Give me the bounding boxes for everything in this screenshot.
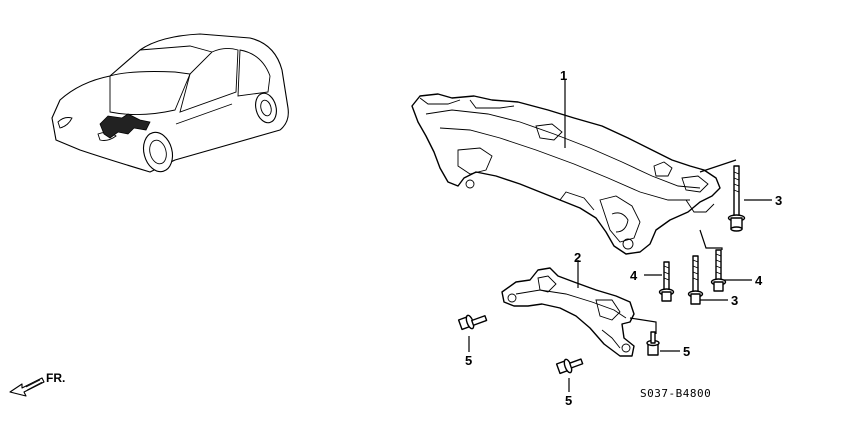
leader-lines [468, 80, 772, 392]
callout-5-middle: 5 [683, 344, 690, 359]
callout-2: 2 [574, 250, 581, 265]
callout-4-left: 4 [630, 268, 638, 283]
rear-subframe-part-1 [411, 93, 721, 255]
callout-3-lower: 3 [731, 293, 738, 308]
diagram-code: S037-B4800 [640, 387, 711, 400]
highlighted-subframe-location [99, 113, 151, 139]
callout-3-upper: 3 [775, 193, 782, 208]
flange-bolt-4-left [658, 261, 675, 302]
flange-bolt-5-left [457, 314, 488, 331]
callout-4-right: 4 [755, 273, 763, 288]
flange-bolt-5-middle [646, 331, 660, 356]
flange-bolt-3-lower [687, 255, 704, 305]
callout-5-left: 5 [465, 353, 472, 368]
callout-1: 1 [560, 68, 567, 83]
callout-5-bottom: 5 [565, 393, 572, 408]
beam-part-2 [501, 267, 635, 357]
flange-bolt-4-right [710, 249, 727, 292]
front-indicator-label: FR. [46, 371, 65, 385]
flange-bolt-5-bottom [555, 358, 584, 375]
front-direction-arrow-icon [9, 377, 45, 397]
flange-bolt-3-upper [727, 165, 746, 232]
vehicle-locator-illustration [51, 33, 289, 173]
